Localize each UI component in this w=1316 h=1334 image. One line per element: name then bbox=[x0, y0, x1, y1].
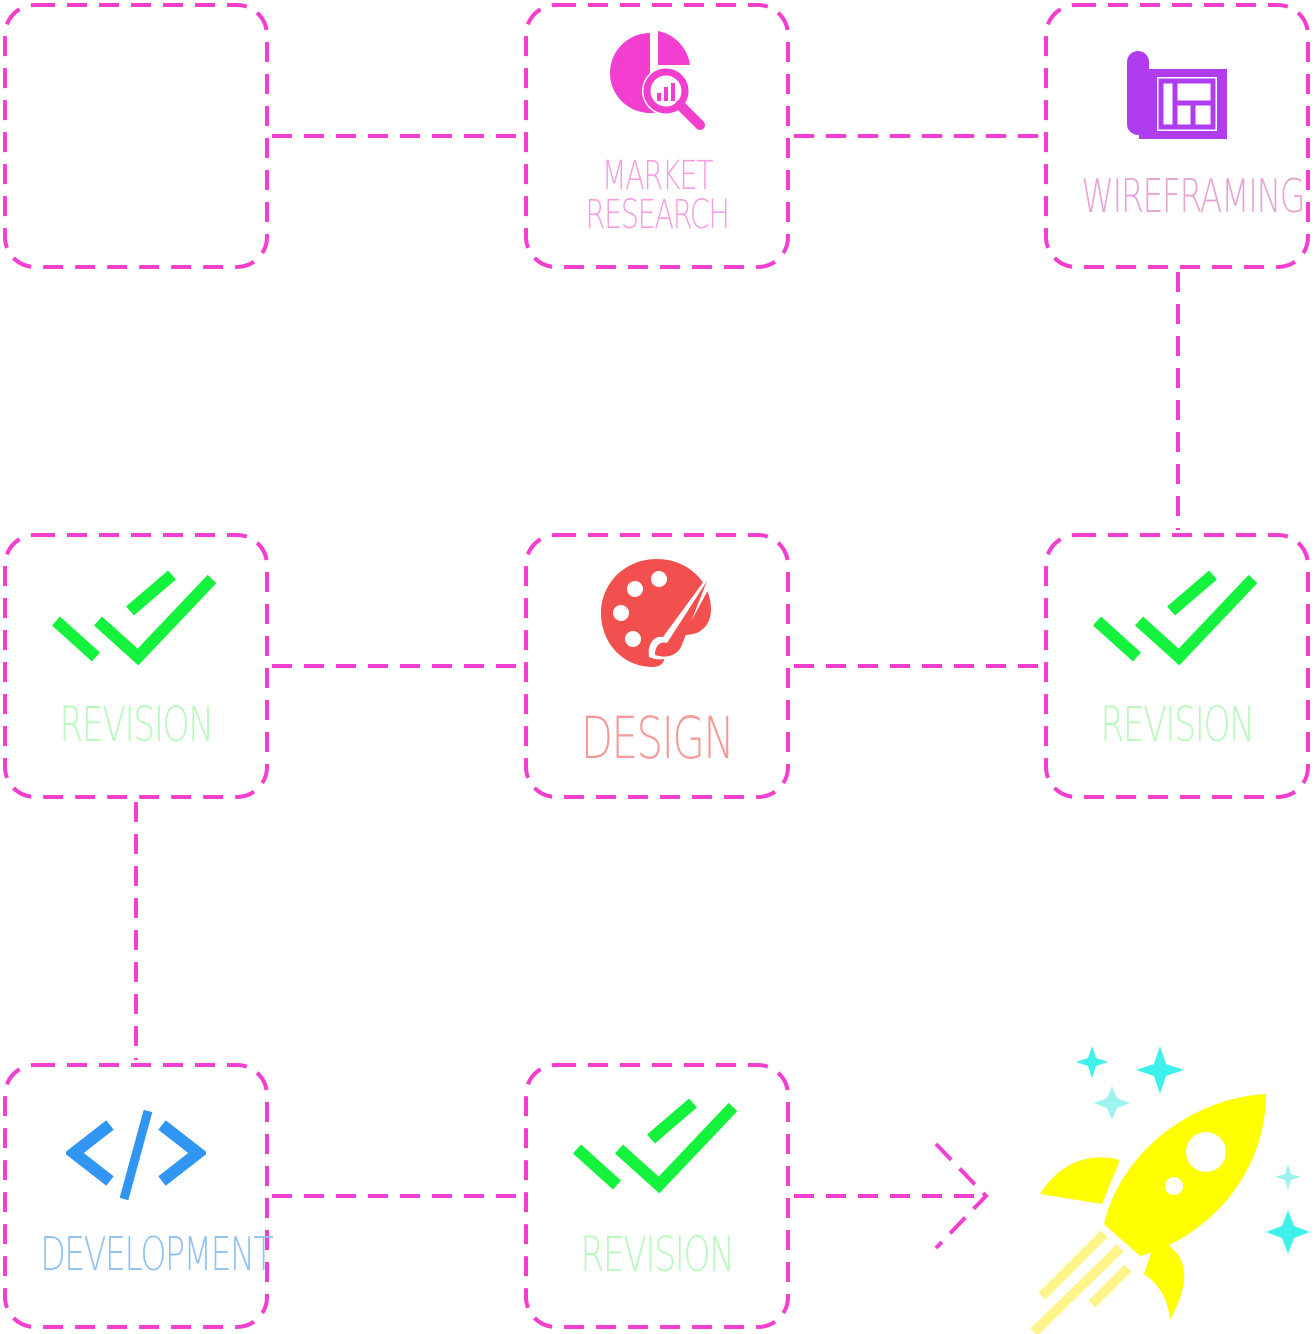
development-label: DEVELOPMENT bbox=[40, 1227, 273, 1281]
design-label: DESIGN bbox=[580, 704, 735, 772]
double-check-icon bbox=[573, 1099, 738, 1194]
wireframing-label: WIREFRAMING bbox=[1081, 169, 1305, 223]
step-revision-bottom: REVISION bbox=[524, 1063, 790, 1329]
code-icon bbox=[66, 1109, 206, 1201]
revision-right-label: REVISION bbox=[1100, 697, 1255, 753]
star-icon bbox=[1094, 1086, 1130, 1120]
double-check-icon bbox=[1093, 571, 1258, 666]
revision-bottom-label: REVISION bbox=[580, 1227, 735, 1283]
rocket-icon bbox=[1030, 1046, 1310, 1334]
market-research-icon bbox=[610, 31, 705, 130]
double-check-icon bbox=[52, 571, 217, 666]
palette-icon bbox=[601, 559, 714, 667]
star-icon bbox=[1266, 1210, 1310, 1254]
step-revision-left: REVISION bbox=[3, 533, 269, 799]
revision-left-label: REVISION bbox=[59, 697, 214, 753]
market-label-line2: RESEARCH bbox=[585, 192, 730, 239]
arrow-head bbox=[934, 1142, 989, 1250]
star-icon bbox=[1275, 1164, 1301, 1190]
star-icon bbox=[1136, 1046, 1184, 1094]
step-revision-right: REVISION bbox=[1044, 533, 1310, 799]
step-market-research: MARKET RESEARCH bbox=[524, 3, 790, 269]
market-research-label: MARKET RESEARCH bbox=[561, 153, 753, 239]
star-icon bbox=[1076, 1046, 1108, 1078]
market-label-line1: MARKET bbox=[601, 153, 714, 199]
step-start bbox=[3, 3, 269, 269]
blueprint-icon bbox=[1127, 51, 1227, 139]
step-development: DEVELOPMENT bbox=[3, 1063, 274, 1329]
step-design: DESIGN bbox=[524, 533, 790, 799]
step-wireframing: WIREFRAMING bbox=[1044, 3, 1310, 269]
